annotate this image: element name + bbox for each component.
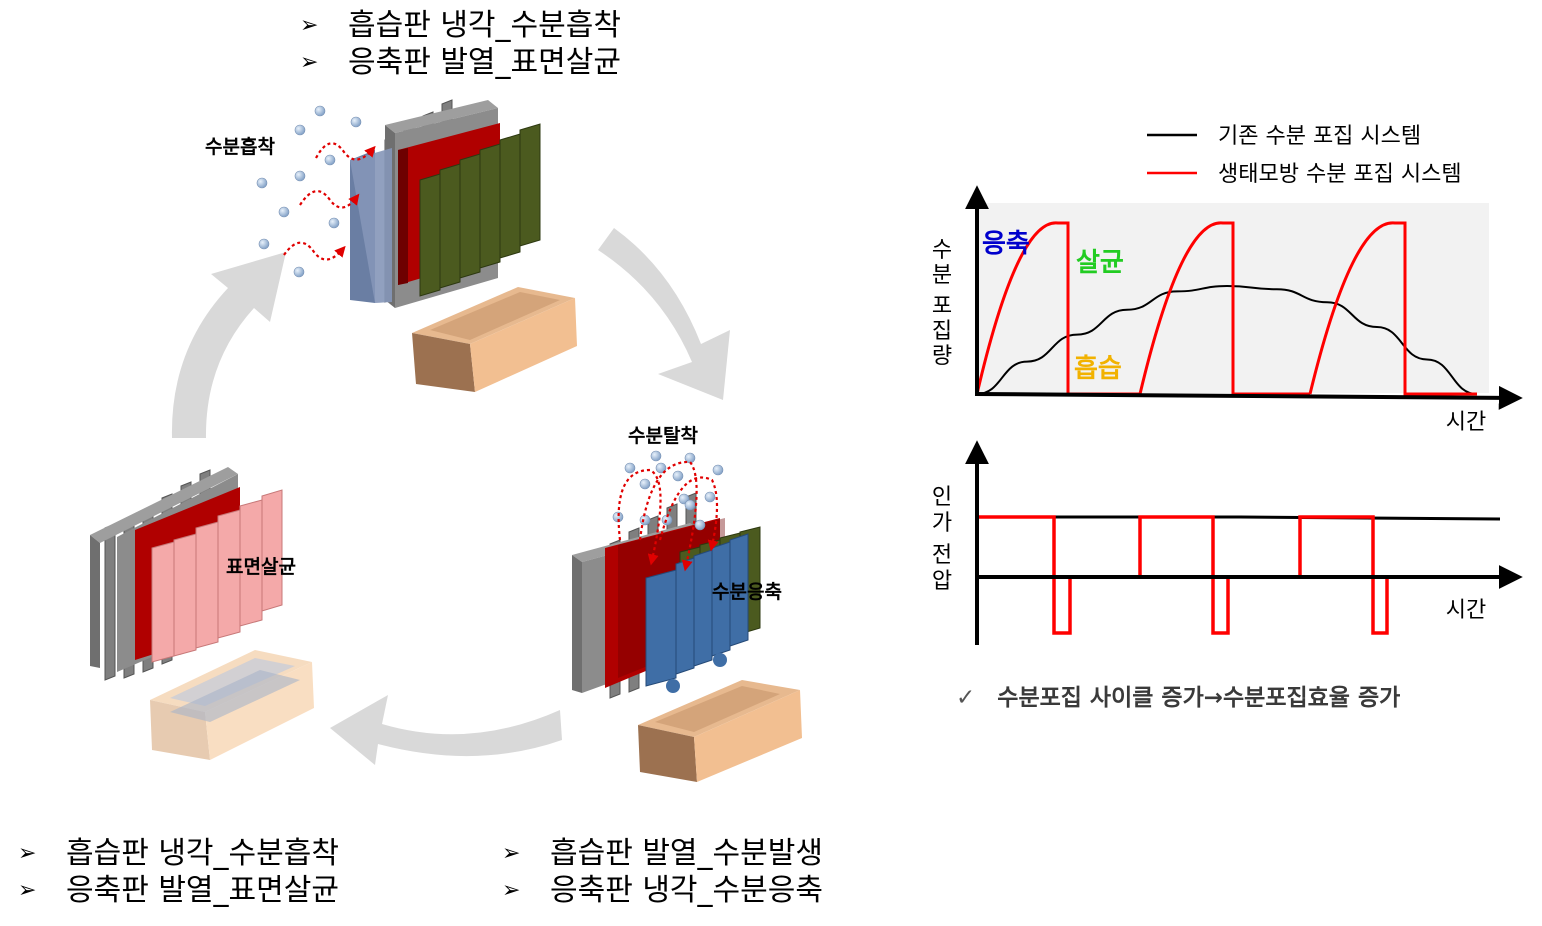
- bullet-text: 흡습판 냉각_수분흡착: [66, 836, 339, 871]
- water-droplets-adsorption: [256, 105, 362, 278]
- y-label-char: 량: [932, 344, 952, 369]
- water-droplets-desorption: [612, 450, 724, 531]
- bullet-row: ➢ 응축판 냉각_수분응축: [502, 872, 823, 909]
- adsorption-device: 수분흡착: [205, 99, 577, 392]
- label-sterilization: 표면살균: [226, 556, 296, 578]
- phase-label-condense: 응축: [982, 229, 1030, 259]
- blue-condenser-fins: [645, 533, 749, 687]
- bullet-text: 응축판 발열_표면살균: [66, 873, 339, 908]
- top-stage-notes: ➢ 흡습판 냉각_수분흡착 ➢ 응축판 발열_표면살균: [300, 7, 621, 81]
- y-label-char: 집: [932, 319, 952, 344]
- arrow-bullet-icon: ➢: [502, 878, 521, 903]
- conclusion-note: ✓ 수분포집 사이클 증가→수분포집효율 증가: [956, 678, 1400, 712]
- desorption-flow-arrows: [617, 460, 719, 572]
- bullet-text: 흡습판 발열_수분발생: [550, 836, 823, 871]
- bullet-row: ➢ 응축판 발열_표면살균: [18, 872, 339, 909]
- adsorption-flow-arrows: [283, 142, 376, 261]
- y-label-char: 수: [932, 238, 952, 263]
- water-tray-left: [150, 650, 314, 760]
- voltage-waveform-line: [977, 515, 1460, 635]
- x-axis: [974, 385, 1523, 410]
- collection-amount-chart: 기존 수분 포집 시스템 생태모방 수분 포집 시스템 수 분 포 집 량 시간…: [932, 124, 1523, 435]
- conclusion-text: 수분포집 사이클 증가→수분포집효율 증가: [997, 685, 1401, 711]
- arrow-bullet-icon: ➢: [300, 13, 319, 38]
- bullet-row: ➢ 응축판 발열_표면살균: [300, 44, 621, 81]
- series-existing-line: [976, 284, 1478, 395]
- voltage-reference-line: [977, 515, 1501, 521]
- water-tray-right: [638, 680, 802, 782]
- series-biomimetic-line: [975, 221, 1477, 396]
- bottom-left-stage-notes: ➢ 흡습판 냉각_수분흡착 ➢ 응축판 발열_표면살균: [18, 835, 339, 909]
- cycle-arrow-bottom: [330, 695, 562, 765]
- sterilization-device: 표면살균: [90, 467, 314, 760]
- label-adsorption: 수분흡착: [205, 135, 275, 158]
- cycle-arrow-left: [171, 252, 286, 438]
- cycle-arrow-right: [598, 228, 730, 400]
- bottom-right-stage-notes: ➢ 흡습판 발열_수분발생 ➢ 응축판 냉각_수분응축: [502, 835, 823, 909]
- condensation-device: 수분탈착 수분응축: [572, 425, 802, 782]
- arrow-bullet-icon: ➢: [300, 50, 319, 75]
- check-icon: ✓: [956, 685, 976, 711]
- y-label-char: 가: [932, 511, 952, 536]
- y-label-char: 인: [932, 485, 952, 510]
- label-desorption: 수분탈착: [628, 425, 698, 447]
- bullet-row: ➢ 흡습판 냉각_수분흡착: [18, 835, 339, 872]
- bullet-row: ➢ 흡습판 발열_수분발생: [502, 835, 823, 872]
- bullet-text: 응축판 냉각_수분응축: [550, 873, 823, 908]
- y-label-char: 압: [932, 569, 952, 594]
- bullet-text: 응축판 발열_표면살균: [348, 45, 621, 80]
- water-tray-top: [412, 287, 577, 392]
- x-axis-label: 시간: [1446, 598, 1486, 623]
- legend-label-existing: 기존 수분 포집 시스템: [1218, 124, 1421, 149]
- arrow-bullet-icon: ➢: [502, 841, 521, 866]
- arrow-bullet-icon: ➢: [18, 841, 37, 866]
- bullet-row: ➢ 흡습판 냉각_수분흡착: [300, 7, 621, 44]
- y-label-char: 포: [932, 294, 952, 319]
- phase-label-sterilize: 살균: [1076, 248, 1124, 278]
- label-condensation: 수분응축: [712, 581, 782, 603]
- applied-voltage-chart: 인 가 전 압 시간: [932, 440, 1523, 645]
- y-label-char: 분: [932, 263, 952, 288]
- phase-label-adsorb: 흡습: [1074, 354, 1122, 384]
- green-adsorbent-fins: [419, 123, 541, 297]
- y-label-char: 전: [932, 543, 952, 568]
- bullet-text: 흡습판 냉각_수분흡착: [348, 8, 621, 43]
- arrow-bullet-icon: ➢: [18, 878, 37, 903]
- x-axis-label: 시간: [1446, 410, 1486, 435]
- legend-label-biomimetic: 생태모방 수분 포집 시스템: [1218, 162, 1462, 187]
